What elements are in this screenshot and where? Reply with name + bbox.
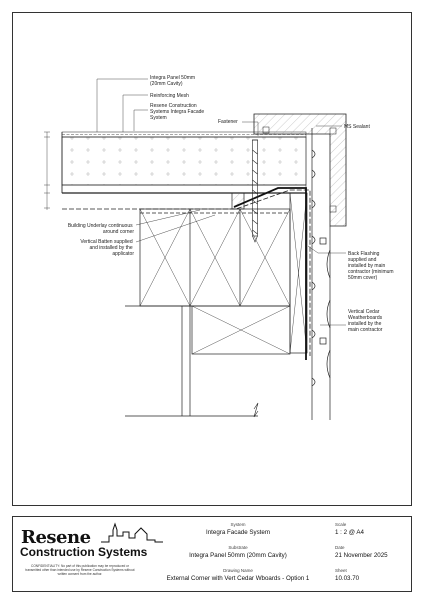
resene-logo: Resene Construction Systems CONFIDENTIAL… [17, 521, 167, 591]
fastener [252, 139, 258, 243]
label-reinforcing-mesh: Reinforcing Mesh [150, 93, 189, 99]
label-ms-sealant: MS Sealant [344, 124, 370, 130]
label-facade-system: Resene Construction Systems Integra Faca… [150, 103, 206, 121]
vertical-batten [231, 192, 308, 354]
leader-lines [96, 78, 346, 326]
label-cedar-weatherboards: Vertical Cedar Weatherboards installed b… [348, 309, 384, 333]
skyline-icon [101, 522, 163, 543]
title-block: Resene Construction Systems CONFIDENTIAL… [12, 516, 412, 592]
label-building-underlay: Building Underlay continuous around corn… [68, 223, 134, 235]
label-back-flashing: Back Flashing supplied and installed by … [348, 251, 395, 281]
integra-panel [61, 131, 307, 194]
cedar-weatherboards [311, 128, 331, 420]
confidentiality-note: CONFIDENTIALITY: No part of this publica… [25, 564, 135, 576]
field-date: Date 21 November 2025 [335, 545, 388, 559]
building-underlay [62, 189, 311, 356]
field-drawing-name: Drawing Name External Corner with Vert C… [166, 568, 310, 582]
label-integra-panel: Integra Panel 50mm (20mm Cavity) [150, 75, 196, 87]
timber-frame [125, 208, 291, 418]
field-sheet: Sheet 10.03.70 [335, 568, 360, 582]
dimension-marks [44, 131, 50, 210]
back-flashing [233, 187, 307, 360]
field-substrate: Substrate Integra Panel 50mm (20mm Cavit… [189, 545, 287, 559]
field-system: System Integra Facade System [206, 522, 270, 536]
drawing-frame [12, 12, 412, 506]
logo-wordmark: Resene [21, 527, 91, 548]
logo-subtitle: Construction Systems [20, 545, 148, 559]
label-vertical-batten: Vertical Batten supplied and installed b… [80, 239, 134, 257]
label-fastener: Fastener [218, 119, 238, 125]
field-scale: Scale 1 : 2 @ A4 [335, 522, 364, 536]
